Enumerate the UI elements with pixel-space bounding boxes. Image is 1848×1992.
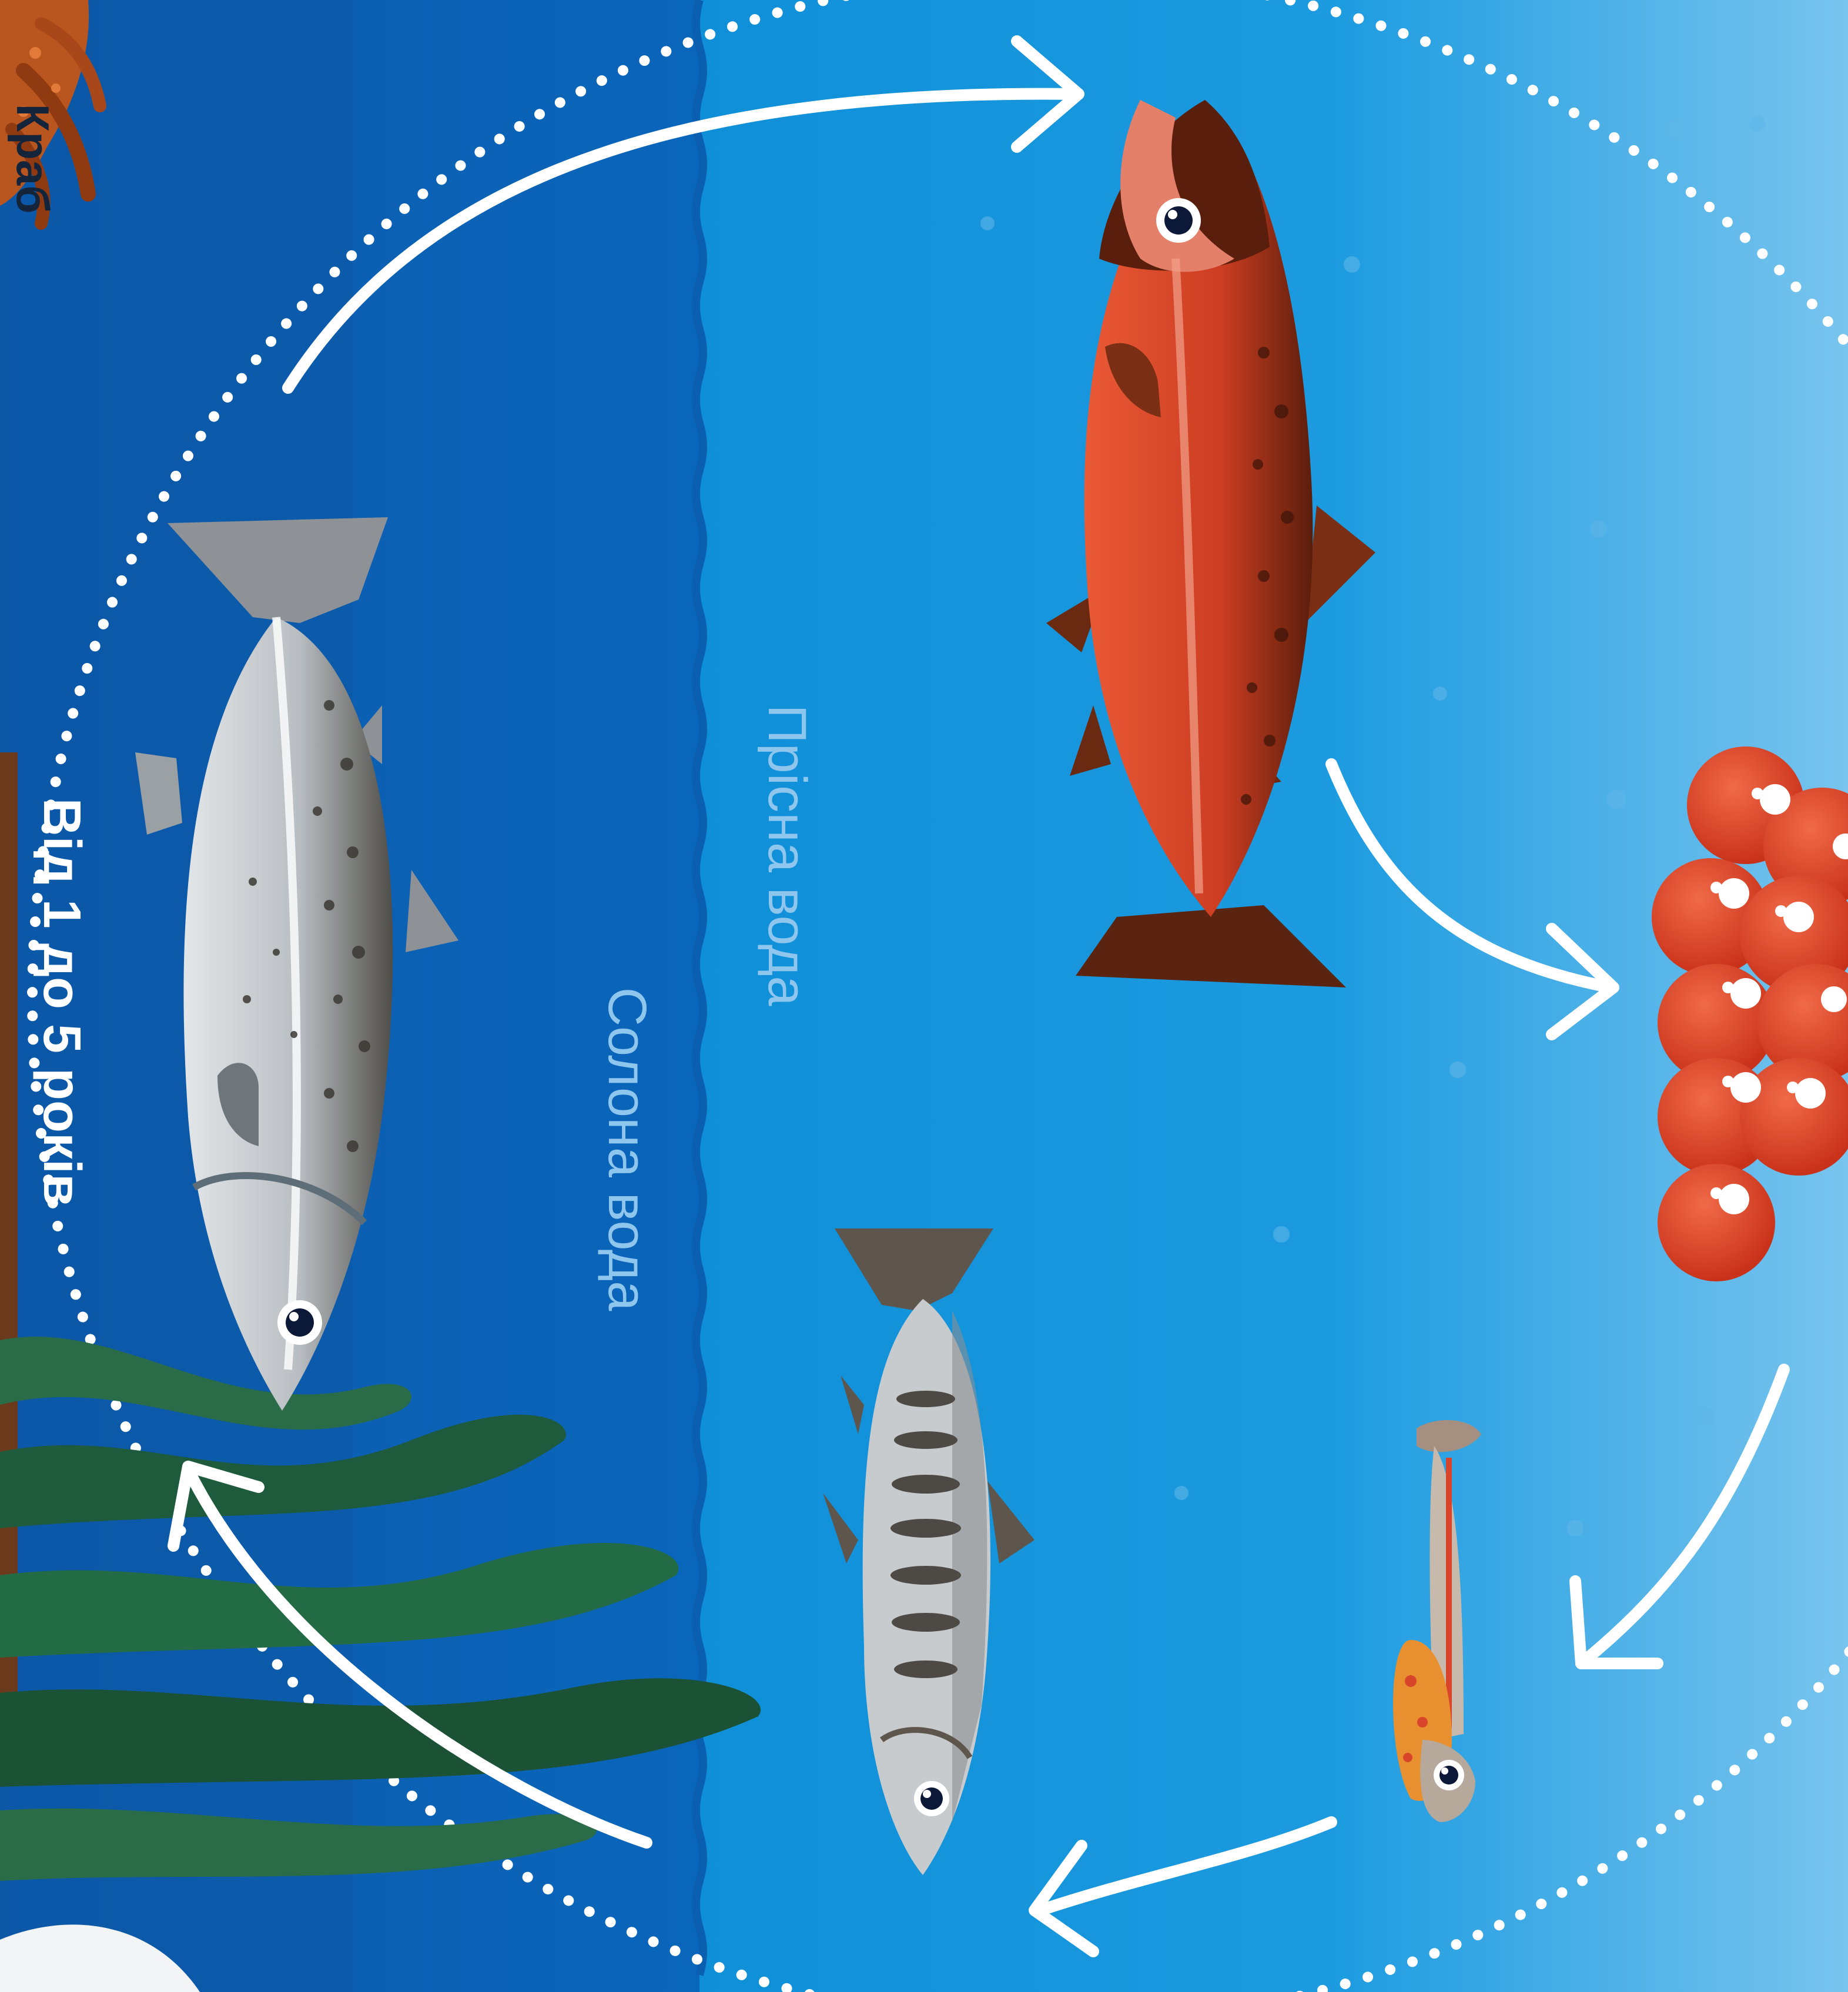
salt-water-label: Солона вода xyxy=(595,938,654,1361)
age-range-label: Від 1 до 5 років xyxy=(29,738,88,1267)
fresh-water-label: Прісна вода xyxy=(755,667,814,1043)
crab-label: Краб xyxy=(9,65,56,253)
